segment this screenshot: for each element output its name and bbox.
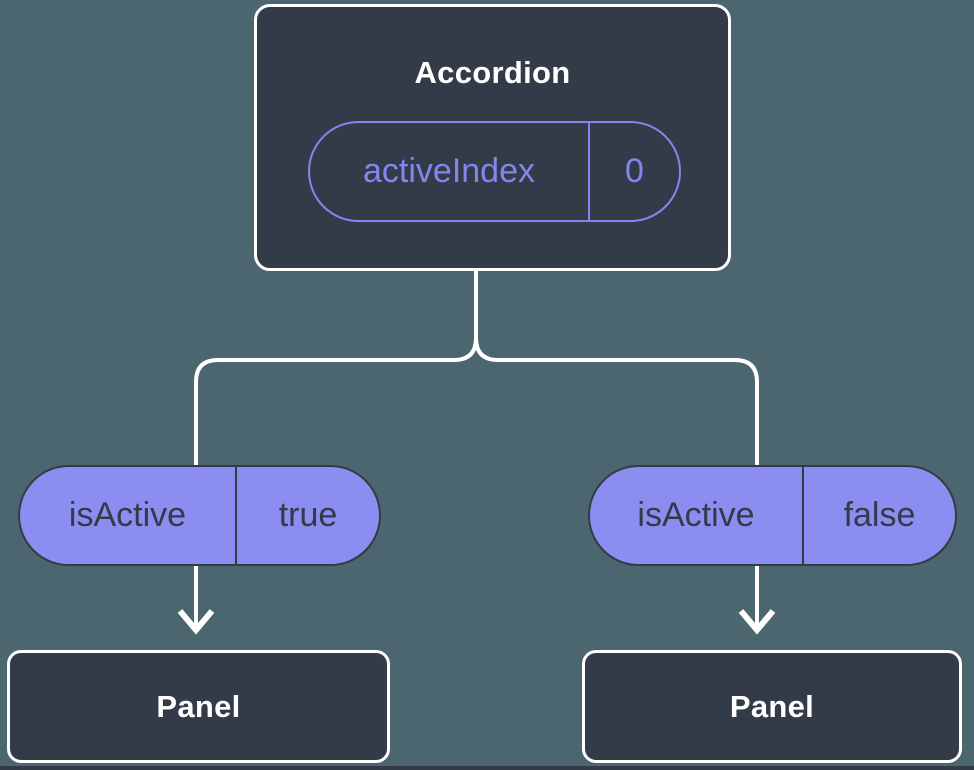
- active-index-prop-pill: activeIndex 0: [308, 121, 681, 222]
- accordion-node: Accordion activeIndex 0: [254, 4, 731, 271]
- prop-value-label: 0: [588, 123, 679, 220]
- left-arrow-head: [177, 609, 215, 635]
- prop-name-label: isActive: [68, 496, 187, 534]
- accordion-node-title: Accordion: [414, 55, 571, 90]
- bottom-edge-bar: [0, 766, 974, 770]
- prop-name-label: activeIndex: [363, 152, 535, 190]
- panel-node-right: Panel: [582, 650, 962, 763]
- is-active-false-pill: isActive false: [588, 465, 957, 566]
- is-active-true-pill: isActive true: [18, 465, 381, 566]
- panel-node-left: Panel: [7, 650, 390, 763]
- prop-name-label: isActive: [637, 496, 755, 534]
- panel-node-title: Panel: [729, 688, 815, 724]
- prop-value-label: false: [802, 467, 955, 564]
- panel-node-title: Panel: [156, 688, 241, 724]
- right-arrow-head: [738, 609, 776, 635]
- prop-value-label: true: [235, 467, 379, 564]
- fork-connector: [194, 265, 759, 470]
